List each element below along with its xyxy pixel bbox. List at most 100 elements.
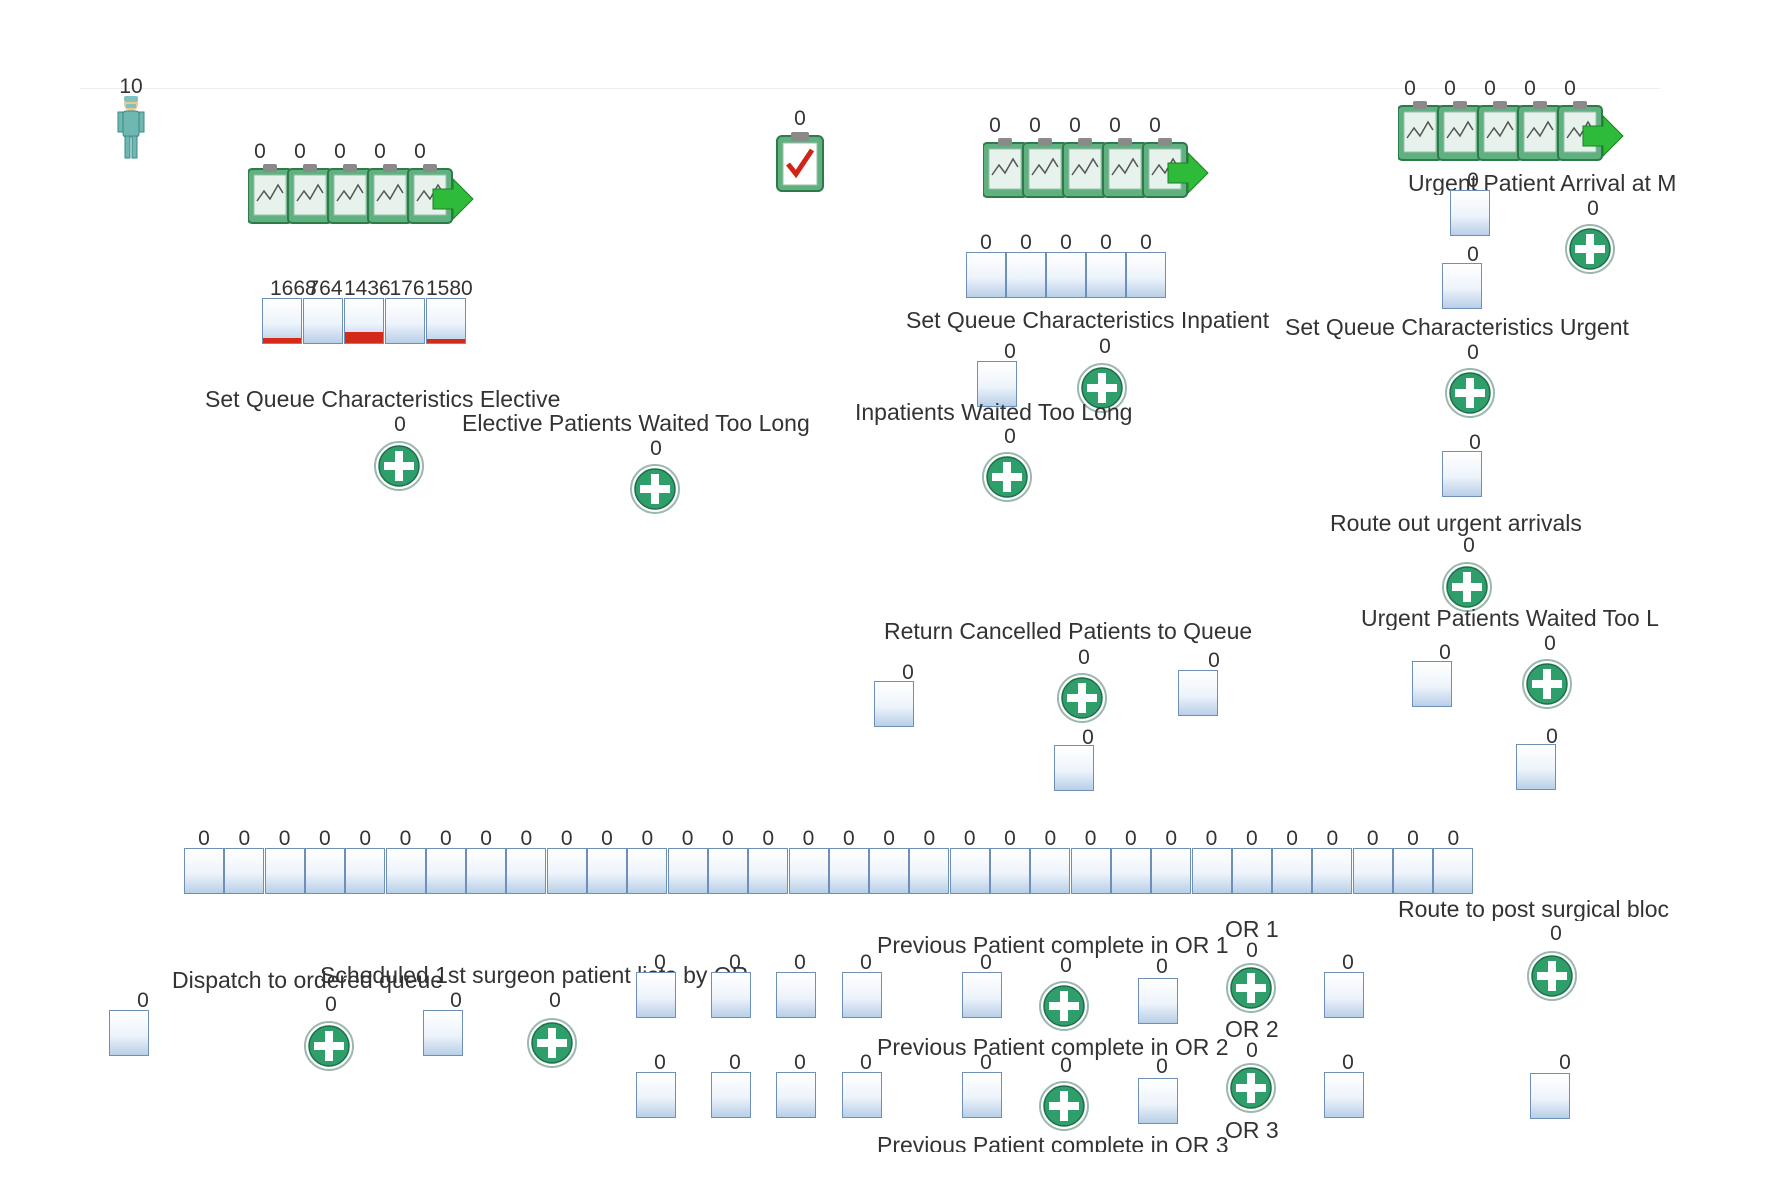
ordered-queue[interactable]: [1151, 848, 1192, 894]
ordered-queue[interactable]: [264, 848, 305, 894]
or-queue[interactable]: [1138, 1078, 1178, 1124]
patient-records-create-icon[interactable]: [248, 161, 478, 241]
urgent-waited-queue[interactable]: [1412, 661, 1452, 707]
ordered-queue[interactable]: [627, 848, 668, 894]
queue-block[interactable]: [1126, 252, 1166, 298]
urgent-arrival-label: Urgent Patient Arrival at M: [1408, 172, 1677, 195]
dispatch-queue[interactable]: [109, 1010, 149, 1056]
urgent-arrival-plus-icon[interactable]: [1564, 223, 1616, 275]
ordered-queue[interactable]: [425, 848, 466, 894]
or-queue-count: 0: [1156, 1055, 1168, 1078]
return-right-queue[interactable]: [1178, 670, 1218, 716]
or-queue[interactable]: [711, 1072, 751, 1118]
scheduled-queue[interactable]: [423, 1010, 463, 1056]
ordered-queue[interactable]: [990, 848, 1030, 894]
queue-block[interactable]: [1046, 252, 1086, 298]
ordered-queue[interactable]: [1352, 848, 1393, 894]
urgent-arrival-queue[interactable]: [1450, 190, 1490, 236]
or-queue[interactable]: [636, 972, 676, 1018]
ordered-queue[interactable]: [869, 848, 910, 894]
queue-block[interactable]: [966, 252, 1006, 298]
or3-label: OR 3: [1225, 1117, 1279, 1143]
set-queue-inpatient-plus-icon[interactable]: [1076, 362, 1128, 414]
ordered-queue[interactable]: [506, 848, 547, 894]
elective-queue[interactable]: [344, 298, 384, 344]
ordered-queue[interactable]: [828, 848, 869, 894]
route-out-urgent-plus-icon[interactable]: [1441, 561, 1493, 613]
return-left-queue[interactable]: [874, 681, 914, 727]
checklist-icon[interactable]: [774, 130, 826, 194]
route-out-queue[interactable]: [1442, 451, 1482, 497]
ordered-queue[interactable]: [707, 848, 748, 894]
urgent-second-queue[interactable]: [1442, 263, 1482, 309]
or-queue[interactable]: [636, 1072, 676, 1118]
queue-block[interactable]: [1006, 252, 1046, 298]
patient-records-create-icon[interactable]: [1398, 98, 1628, 178]
checklist-count: 0: [794, 107, 806, 130]
ordered-queue[interactable]: [1030, 848, 1071, 894]
elective-waited-plus-icon[interactable]: [629, 463, 681, 515]
route-post-plus-icon[interactable]: [1526, 950, 1578, 1002]
ordered-queue[interactable]: [1393, 848, 1433, 894]
ordered-queue[interactable]: [909, 848, 950, 894]
ordered-queue[interactable]: [1272, 848, 1313, 894]
or-queue[interactable]: [776, 972, 816, 1018]
inpatient-small-queue[interactable]: [977, 361, 1017, 407]
ordered-queue[interactable]: [587, 848, 627, 894]
or-queue[interactable]: [1324, 972, 1364, 1018]
ordered-queue[interactable]: [667, 848, 708, 894]
set-queue-elective-plus-icon[interactable]: [373, 440, 425, 492]
ordered-queue[interactable]: [546, 848, 587, 894]
urgent-exit-queue[interactable]: [1516, 744, 1556, 790]
or-queue[interactable]: [962, 1072, 1002, 1118]
scheduled-plus-icon[interactable]: [526, 1017, 578, 1069]
patient-records-create-icon[interactable]: [983, 135, 1213, 215]
ordered-queue[interactable]: [1312, 848, 1353, 894]
elective-queue[interactable]: [303, 298, 343, 344]
set-queue-urgent-plus-icon[interactable]: [1444, 367, 1496, 419]
return-cancelled-plus-icon[interactable]: [1056, 672, 1108, 724]
ordered-queue[interactable]: [1191, 848, 1232, 894]
elective-queue[interactable]: [262, 298, 302, 344]
ordered-queue[interactable]: [1231, 848, 1272, 894]
inpatients-waited-plus-icon[interactable]: [981, 451, 1033, 503]
ordered-queue[interactable]: [1070, 848, 1111, 894]
ordered-queue[interactable]: [1433, 848, 1474, 894]
dispatch-plus-icon[interactable]: [303, 1020, 355, 1072]
or-queue[interactable]: [842, 1072, 882, 1118]
or-plus-icon[interactable]: [1225, 962, 1277, 1014]
or-queue[interactable]: [842, 972, 882, 1018]
prev-complete-plus-icon[interactable]: [1038, 1080, 1090, 1132]
ordered-queue[interactable]: [466, 848, 507, 894]
or-queue[interactable]: [711, 972, 751, 1018]
ordered-queue[interactable]: [385, 848, 426, 894]
urgent-waited-plus-icon[interactable]: [1521, 658, 1573, 710]
prev-complete-count: 0: [1060, 954, 1072, 977]
or-queue[interactable]: [1324, 1072, 1364, 1118]
ordered-queue-count: 0: [198, 827, 210, 850]
ordered-queue[interactable]: [949, 848, 990, 894]
route-post-queue[interactable]: [1530, 1073, 1570, 1119]
ordered-queue[interactable]: [224, 848, 265, 894]
ordered-queue[interactable]: [748, 848, 789, 894]
or-queue[interactable]: [776, 1072, 816, 1118]
or-queue[interactable]: [962, 972, 1002, 1018]
ordered-queue[interactable]: [184, 848, 224, 894]
ordered-queue[interactable]: [304, 848, 345, 894]
queue-block[interactable]: [1086, 252, 1126, 298]
doctor-icon[interactable]: [116, 94, 146, 160]
ordered-queue[interactable]: [788, 848, 829, 894]
return-lower-queue[interactable]: [1054, 745, 1094, 791]
or-plus-icon[interactable]: [1225, 1062, 1277, 1114]
elective-queue[interactable]: [426, 298, 466, 344]
elective-queue[interactable]: [385, 298, 425, 344]
create-count: 0: [1069, 114, 1081, 137]
ordered-queue[interactable]: [345, 848, 386, 894]
prev-complete-plus-icon[interactable]: [1038, 980, 1090, 1032]
or-queue[interactable]: [1138, 978, 1178, 1024]
ordered-queue[interactable]: [1110, 848, 1151, 894]
